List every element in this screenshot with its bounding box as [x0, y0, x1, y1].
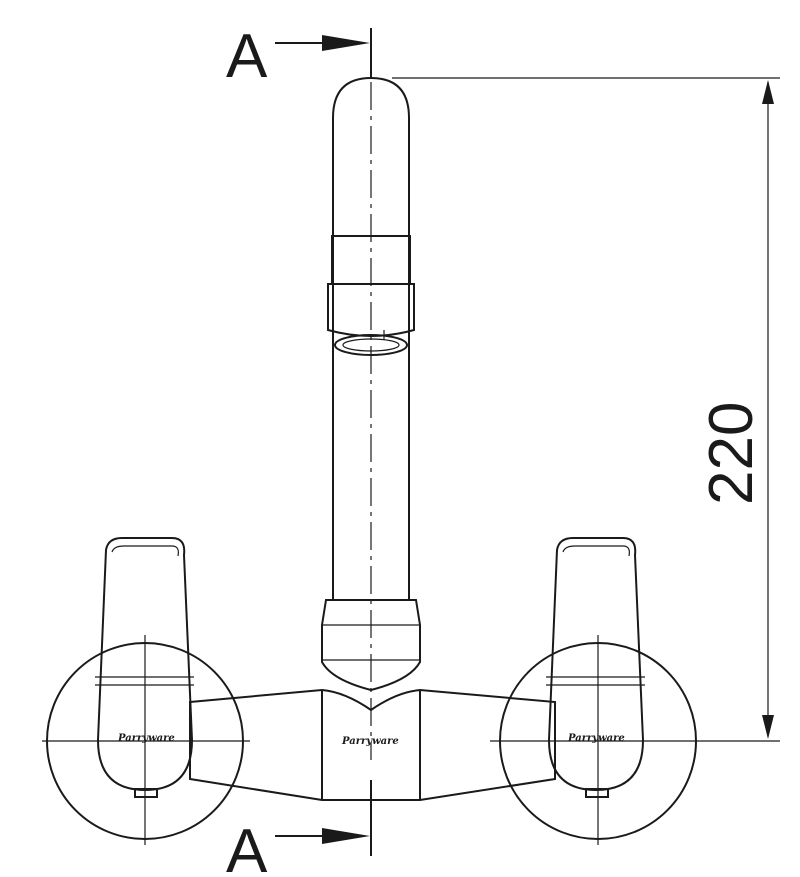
brand-mark-body: Parryware	[341, 736, 399, 747]
mixer-body	[189, 688, 556, 801]
brand-mark-right-handle: Parryware	[567, 733, 625, 744]
section-label-bottom: A	[226, 817, 268, 877]
section-arrow-bottom-head	[322, 828, 370, 844]
spout-tube	[332, 76, 410, 601]
section-arrow-top-head	[322, 35, 370, 51]
right-lever-handle[interactable]	[547, 537, 645, 792]
dimension-arrow-top	[762, 80, 774, 104]
left-handle-screw	[134, 788, 158, 798]
height-dimension-label: 220	[697, 402, 766, 505]
right-handle-top-edge	[562, 545, 630, 557]
left-lever-handle[interactable]	[96, 537, 194, 792]
right-handle-screw	[585, 788, 609, 798]
left-handle-top-edge	[111, 545, 179, 557]
brand-mark-left-handle: Parryware	[117, 733, 175, 744]
dimension-arrow-bottom	[762, 715, 774, 739]
section-label-top: A	[226, 22, 268, 91]
